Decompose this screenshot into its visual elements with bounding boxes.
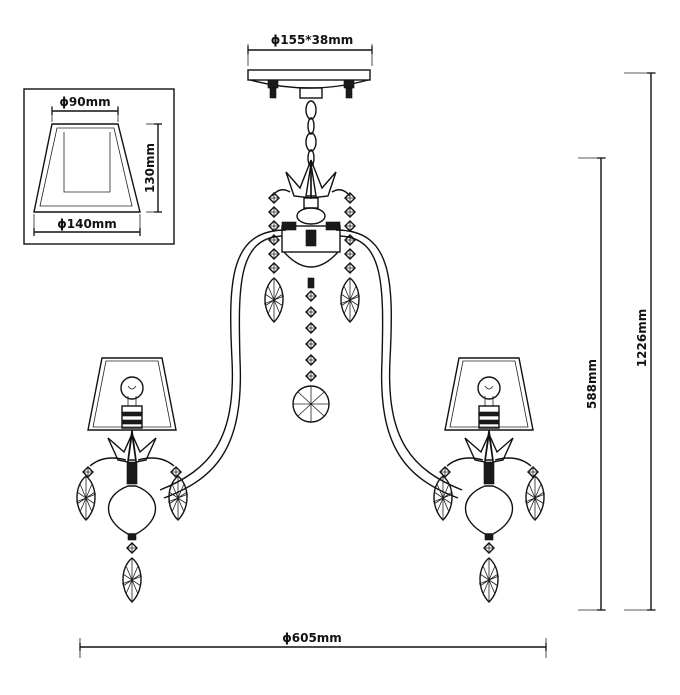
dim-canopy-label: ϕ155*38mm [271, 33, 354, 47]
canopy: ϕ155*38mm [247, 33, 373, 99]
lamp-left [76, 358, 188, 602]
dim-total-height-label: 1226mm [635, 309, 649, 367]
dim-body-height: 588mm [578, 157, 606, 611]
inset-frame [23, 88, 175, 245]
central-column [263, 159, 361, 423]
dim-width-label: ϕ605mm [282, 631, 342, 645]
dim-total-height: 1226mm [624, 72, 656, 611]
lamp-right [433, 358, 545, 602]
arms [159, 229, 463, 499]
shade-inset: ϕ90mm ϕ140mm 130mm [23, 88, 175, 245]
dim-width: ϕ605mm [79, 631, 547, 658]
dim-body-height-label: 588mm [585, 359, 599, 409]
dim-shade-top-label: ϕ90mm [59, 95, 110, 109]
chain [305, 100, 317, 167]
dim-shade-bottom-label: ϕ140mm [57, 217, 117, 231]
dim-shade-height-label: 130mm [143, 143, 157, 193]
